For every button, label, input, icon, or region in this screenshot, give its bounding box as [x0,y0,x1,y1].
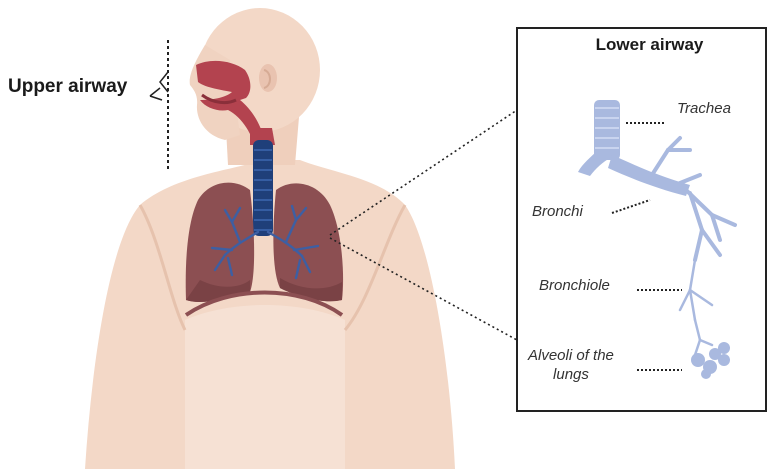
lower-airway-title: Lower airway [595,35,704,54]
body-silhouette [85,8,455,469]
trachea-illustration [253,140,273,236]
lower-airway-illustration [578,100,737,379]
inset-pointer-lines [611,122,682,371]
alveoli-label: Alveoli of the lungs [528,346,614,384]
bronchiole-label: Bronchiole [539,277,610,294]
zoom-connector-lines [329,109,518,341]
alveoli-label-line2: lungs [553,366,589,383]
trachea-label: Trachea [677,100,731,117]
alveoli-label-line1: Alveoli of the [528,347,614,364]
upper-airway-bracket [149,40,169,170]
upper-airway-label: Upper airway [8,76,128,97]
lungs-illustration [184,182,344,317]
bronchi-label: Bronchi [532,203,583,220]
